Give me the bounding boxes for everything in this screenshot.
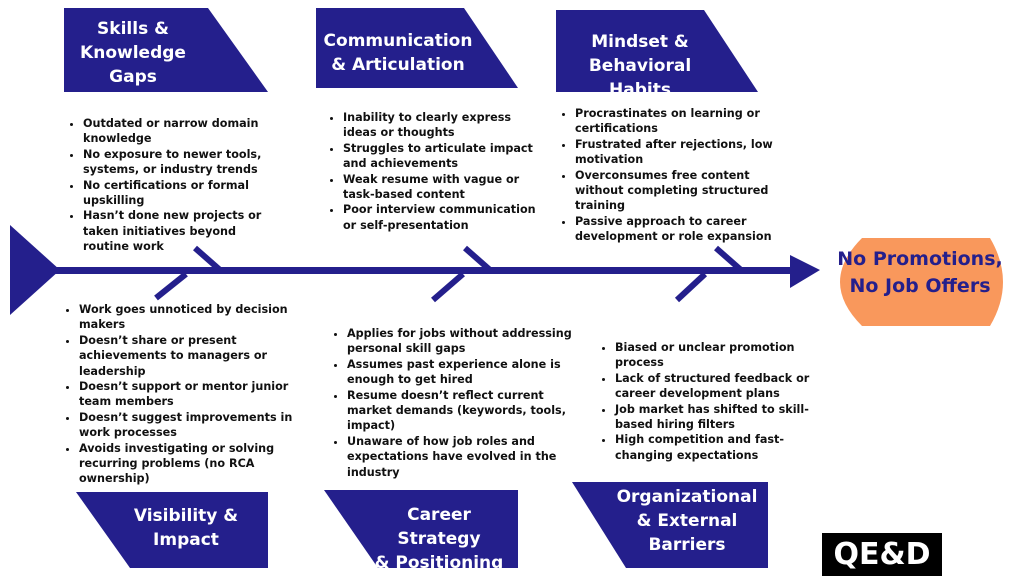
cause-item: Work goes unnoticed by decision makers <box>79 302 319 333</box>
effect-label-line: No Job Offers <box>849 275 991 297</box>
category-box-skills <box>64 8 268 92</box>
rib-mindset <box>714 245 743 273</box>
brand-logo: QE&D <box>822 533 942 576</box>
category-label-line: Skills & <box>97 19 169 39</box>
cause-item: Overconsumes free content without comple… <box>575 168 783 214</box>
cause-list-career: Applies for jobs without addressing pers… <box>332 326 583 480</box>
rib-communication <box>463 245 492 273</box>
category-label-line: & Positioning <box>374 553 504 573</box>
category-label-line: Organizational <box>616 487 758 507</box>
cause-item: Doesn’t share or present achievements to… <box>79 333 319 379</box>
category-label-visibility: Visibility & Impact <box>126 504 246 552</box>
rib-organizational <box>674 271 708 303</box>
category-box-organizational <box>572 482 768 568</box>
category-label-line: Gaps <box>109 67 157 87</box>
cause-item: Assumes past experience alone is enough … <box>347 357 583 388</box>
category-label-organizational: Organizational & External Barriers <box>614 485 760 557</box>
cause-item: Outdated or narrow domain knowledge <box>83 116 267 147</box>
category-label-line: Visibility & <box>133 506 239 526</box>
rib-skills <box>193 245 222 273</box>
category-label-line: Career Strategy <box>397 505 481 549</box>
cause-item: Hasn’t done new projects or taken initia… <box>83 208 267 254</box>
category-box-visibility <box>76 492 268 568</box>
cause-list-communication: Inability to clearly express ideas or th… <box>328 110 547 233</box>
spine-line <box>40 267 796 274</box>
cause-list-skills: Outdated or narrow domain knowledge No e… <box>68 116 267 255</box>
category-box-mindset <box>556 10 758 92</box>
cause-item: Resume doesn’t reflect current market de… <box>347 388 583 434</box>
cause-item: Weak resume with vague or task-based con… <box>343 172 547 203</box>
cause-item: Avoids investigating or solving recurrin… <box>79 441 319 487</box>
cause-item: Poor interview communication or self-pre… <box>343 202 547 233</box>
category-label-line: & Articulation <box>331 55 465 75</box>
rib-visibility <box>154 271 188 301</box>
cause-item: Doesn’t support or mentor junior team me… <box>79 379 319 410</box>
cause-item: High competition and fast-changing expec… <box>615 432 815 463</box>
category-label-career: Career Strategy & Positioning <box>366 503 512 575</box>
cause-item: Struggles to articulate impact and achie… <box>343 141 547 172</box>
cause-item: No exposure to newer tools, systems, or … <box>83 147 267 178</box>
effect-label: No Promotions, No Job Offers <box>822 246 1018 300</box>
cause-item: Job market has shifted to skill-based hi… <box>615 402 815 433</box>
category-label-line: Impact <box>153 530 219 550</box>
effect-label-line: No Promotions, <box>837 248 1003 270</box>
cause-item: Applies for jobs without addressing pers… <box>347 326 583 357</box>
cause-item: Passive approach to career development o… <box>575 214 783 245</box>
cause-list-organizational: Biased or unclear promotion process Lack… <box>600 340 815 463</box>
category-label-skills: Skills & Knowledge Gaps <box>74 17 192 89</box>
cause-item: Procrastinates on learning or certificat… <box>575 106 783 137</box>
category-label-line: & External <box>636 511 738 531</box>
effect-head-shape <box>840 238 1003 326</box>
category-box-communication <box>316 8 518 88</box>
category-box-career <box>324 490 518 568</box>
cause-list-visibility: Work goes unnoticed by decision makers D… <box>64 302 319 487</box>
cause-item: Biased or unclear promotion process <box>615 340 815 371</box>
cause-item: Lack of structured feedback or career de… <box>615 371 815 402</box>
cause-item: Unaware of how job roles and expectation… <box>347 434 583 480</box>
cause-item: Doesn’t suggest improvements in work pro… <box>79 410 319 441</box>
category-label-line: Behavioral Habits <box>588 56 692 100</box>
cause-item: Inability to clearly express ideas or th… <box>343 110 547 141</box>
fish-tail <box>10 225 60 315</box>
spine-arrowhead <box>790 255 820 288</box>
cause-list-mindset: Procrastinates on learning or certificat… <box>560 106 783 245</box>
category-label-line: Communication <box>323 31 473 51</box>
rib-career <box>431 271 465 303</box>
cause-item: Frustrated after rejections, low motivat… <box>575 137 783 168</box>
category-label-line: Knowledge <box>80 43 186 63</box>
category-label-communication: Communication & Articulation <box>318 29 478 77</box>
category-label-line: Mindset & <box>591 32 689 52</box>
cause-item: No certifications or formal upskilling <box>83 178 267 209</box>
category-label-mindset: Mindset & Behavioral Habits <box>556 30 724 102</box>
category-label-line: Barriers <box>648 535 726 555</box>
